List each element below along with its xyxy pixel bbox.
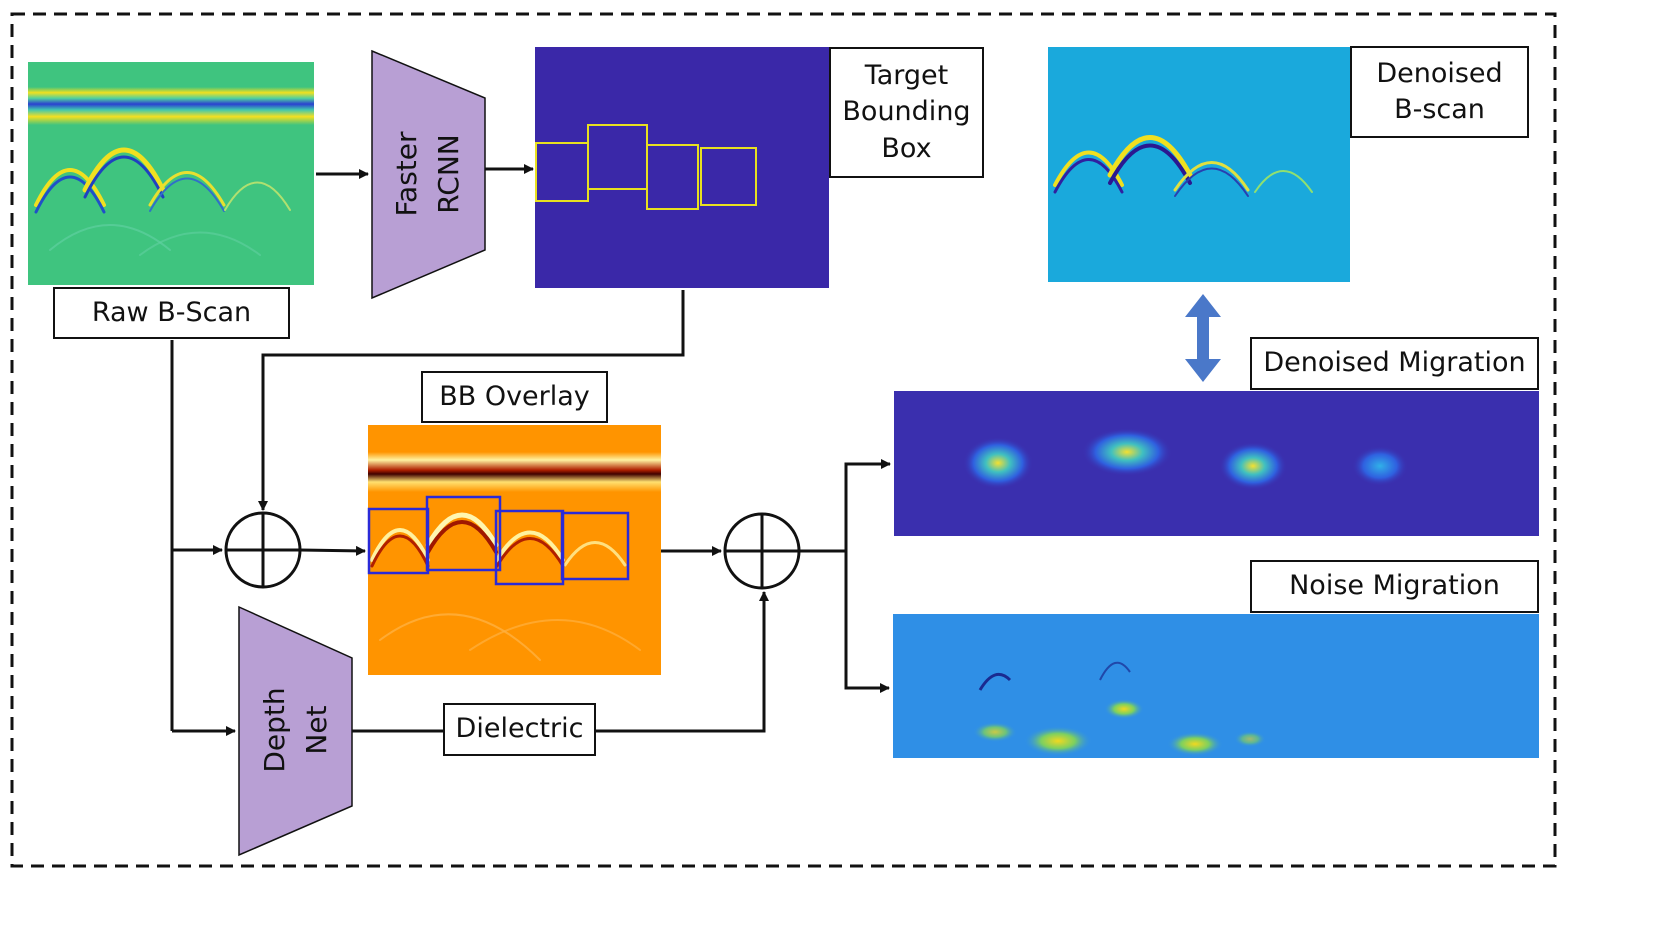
arrow-to-denoised-migration (844, 459, 891, 551)
bb-overlay-image (367, 425, 661, 675)
denoised-migration-label: Denoised Migration (1250, 337, 1539, 390)
detection-box-4 (700, 147, 757, 206)
bb-overlay-label: BB Overlay (421, 371, 608, 423)
detection-result-image (535, 47, 829, 288)
arrow-sum-to-overlay (299, 545, 366, 556)
target-bounding-box-label: Target Bounding Box (829, 47, 984, 178)
faster-rcnn-label-line1: Faster (390, 131, 423, 216)
sum-node-2 (723, 512, 801, 590)
dielectric-label: Dielectric (443, 703, 596, 756)
denoised-bscan-label: Denoised B-scan (1350, 46, 1529, 138)
faster-rcnn-network (371, 49, 486, 300)
detection-box-3 (646, 144, 699, 210)
noise-migration-label: Noise Migration (1250, 560, 1539, 613)
denoised-migration-image (894, 391, 1539, 536)
arrow-dielectric-to-sum2 (596, 591, 769, 733)
overlay-box-4 (560, 511, 630, 581)
overlay-box-2 (425, 495, 502, 572)
raw-bscan-label: Raw B-Scan (53, 287, 290, 339)
depth-net-label-line2: Net (300, 705, 333, 754)
depth-net-label-line1: Depth (258, 687, 291, 772)
denoised-bscan-image (1048, 47, 1350, 282)
arrow-to-noise-migration (844, 551, 890, 693)
depth-net-network (238, 605, 353, 857)
bidirectional-compare-arrow (1185, 294, 1221, 382)
sum-node-1 (224, 511, 302, 589)
raw-bscan-image (28, 62, 314, 285)
arrow-detection-to-sum (258, 290, 685, 511)
noise-migration-image (893, 614, 1539, 758)
faster-rcnn-label-line2: RCNN (432, 134, 465, 214)
